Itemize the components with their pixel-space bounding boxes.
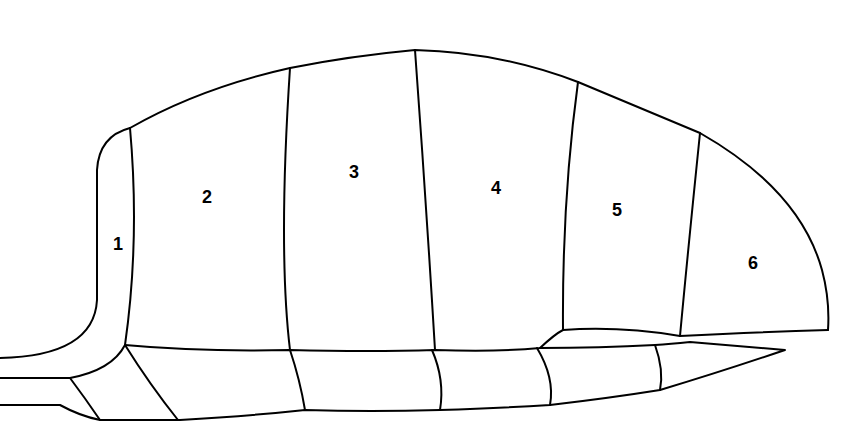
sternite-boundary: [70, 378, 100, 420]
segment-boundary: [680, 133, 700, 336]
segment-boundary: [125, 128, 134, 345]
tergite-edge: [125, 329, 828, 351]
sternite-edge: [0, 342, 785, 420]
petiole-line: [0, 345, 125, 378]
segment-boundary: [563, 82, 578, 330]
sternite-boundary: [537, 348, 551, 405]
callout-number: 4: [491, 179, 501, 197]
callout-number: 2: [202, 188, 212, 206]
sternite-boundary: [655, 345, 661, 390]
callout-number: 5: [612, 201, 622, 219]
sternite-boundary: [125, 345, 178, 420]
callout-number: 1: [113, 235, 123, 253]
sternite-boundary: [290, 350, 305, 410]
callout-number: 6: [748, 254, 758, 272]
segment-boundary: [415, 50, 435, 350]
dorsal-outline: [0, 50, 828, 358]
segment-boundary: [284, 68, 290, 350]
sternite-boundary: [432, 350, 441, 410]
callout-number: 3: [349, 163, 359, 181]
